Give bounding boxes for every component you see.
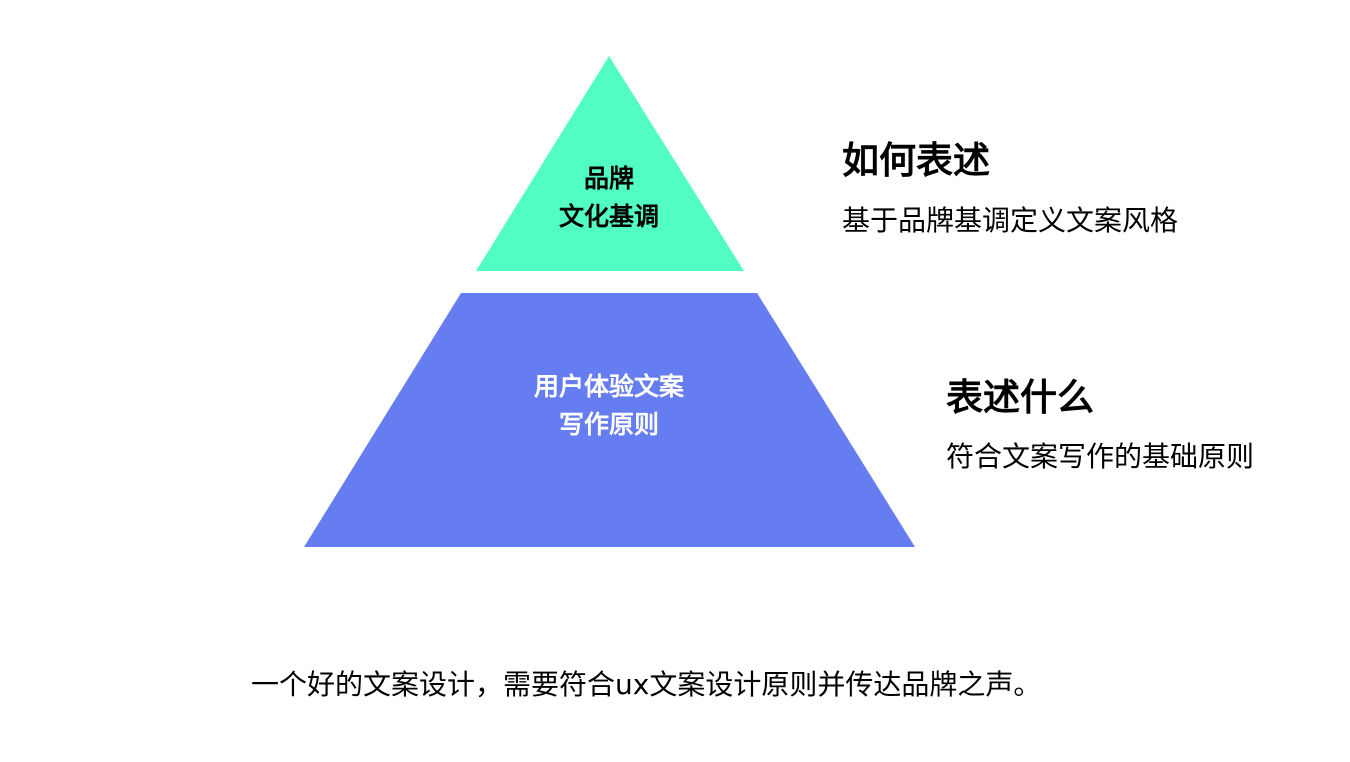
- what-heading: 表述什么: [946, 376, 1094, 419]
- top-tier-label: 品牌 文化基调: [509, 160, 709, 236]
- how-description: 基于品牌基调定义文案风格: [842, 204, 1179, 237]
- top-tier-label-line2: 文化基调: [558, 202, 659, 231]
- what-description: 符合文案写作的基础原则: [946, 440, 1255, 473]
- bottom-tier-label: 用户体验文案 写作原则: [459, 368, 759, 444]
- pyramid-top-tier: [476, 56, 744, 271]
- bottom-tier-label-line1: 用户体验文案: [533, 372, 684, 401]
- how-heading: 如何表述: [842, 139, 990, 182]
- bottom-tier-label-line2: 写作原则: [558, 410, 659, 439]
- footer-caption: 一个好的文案设计，需要符合ux文案设计原则并传达品牌之声。: [251, 668, 1042, 701]
- pyramid-bottom-tier: [304, 293, 915, 547]
- top-tier-label-line1: 品牌: [583, 164, 634, 193]
